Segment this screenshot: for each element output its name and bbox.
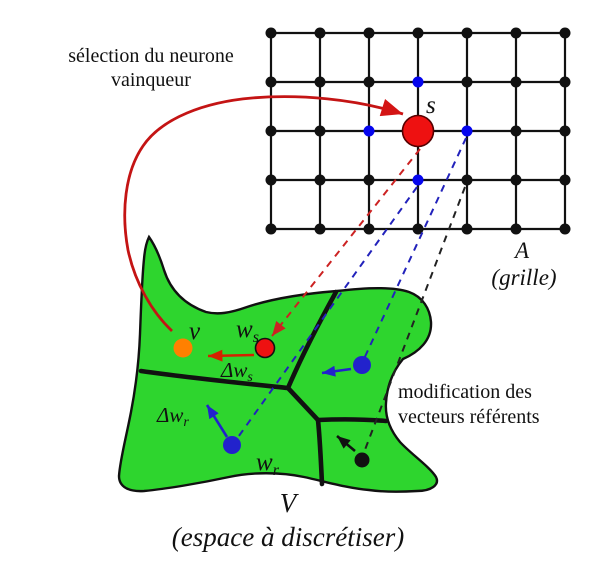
- winner-update-arrow: [207, 349, 255, 362]
- modification-annotation-line1: modification des: [398, 381, 532, 403]
- voronoi-boundary: [285, 289, 339, 391]
- space-caption-label: (espace à discrétiser): [172, 522, 404, 552]
- neighbor-reference-dot: [223, 436, 241, 454]
- grid-neuron-node: [314, 76, 326, 88]
- grid-neuron-node: [559, 125, 571, 137]
- update-arrows: [205, 349, 356, 452]
- grid-neuron-node: [314, 27, 326, 39]
- grid-neuron-node: [363, 76, 375, 88]
- grid-neuron-node: [363, 27, 375, 39]
- grid-neuron-node: [461, 223, 473, 235]
- neighbor-reference-label: wr: [256, 449, 280, 479]
- neighbor-correspondence-dashed-line: [362, 137, 467, 362]
- neighbor-update-arrow: [205, 404, 229, 438]
- winner-neuron-node: [401, 114, 435, 148]
- grid-neuron-node: [461, 27, 473, 39]
- grid-neuron-node: [314, 223, 326, 235]
- neighbor-neuron-node: [363, 125, 375, 137]
- input-space-region: [117, 234, 439, 493]
- grid-neuron-node: [314, 125, 326, 137]
- neighbor-neuron-node: [412, 76, 424, 88]
- reference-vector-dots: [173, 337, 371, 468]
- winner-correspondence-dashed-line: [271, 148, 421, 337]
- neighbor-update-arrow: [321, 365, 352, 377]
- correspondence-lines: [235, 137, 467, 456]
- grid-neuron-node: [314, 174, 326, 186]
- grid-neuron-node: [363, 223, 375, 235]
- selection-annotation-line1: sélection du neurone: [68, 45, 234, 67]
- voronoi-boundary: [285, 385, 321, 423]
- voronoi-boundary: [315, 417, 389, 424]
- voronoi-boundaries: [138, 289, 389, 487]
- grid-neuron-node: [265, 27, 277, 39]
- grid-neuron-node: [510, 223, 522, 235]
- grid-neuron-node: [461, 174, 473, 186]
- winner-reference-dot: [254, 337, 276, 359]
- grid-neuron-node: [559, 76, 571, 88]
- voronoi-boundary: [138, 368, 291, 391]
- grid-neuron-node: [265, 223, 277, 235]
- grid-neuron-node: [510, 27, 522, 39]
- grid-neuron-node: [412, 223, 424, 235]
- grid-neuron-node: [559, 174, 571, 186]
- neighbor-delta-label: Δwr: [156, 403, 189, 430]
- input-vector-dot: [173, 338, 193, 358]
- grid-name-label: A: [513, 238, 530, 263]
- grid-neuron-node: [510, 125, 522, 137]
- winner-reference-label: ws: [236, 316, 259, 346]
- selection-annotation-line2: vainqueur: [111, 69, 191, 91]
- neighbor-neuron-node: [412, 174, 424, 186]
- space-name-label: V: [280, 488, 300, 518]
- grid-neuron-node: [461, 76, 473, 88]
- grid-neuron-node: [265, 76, 277, 88]
- input-vector-label: v: [189, 318, 201, 345]
- grid-neuron-node: [265, 174, 277, 186]
- grid-neuron-node: [412, 27, 424, 39]
- neighbor-reference-dot: [353, 356, 371, 374]
- modification-annotation-line2: vecteurs référents: [398, 406, 540, 428]
- voronoi-boundary: [315, 417, 325, 487]
- grid-neuron-node: [559, 223, 571, 235]
- grid-neuron-node: [510, 76, 522, 88]
- grid-neuron-node: [265, 125, 277, 137]
- winner-selection-arrow: [123, 95, 404, 333]
- grid-neuron-node: [510, 174, 522, 186]
- far-update-arrow: [336, 435, 356, 452]
- grid-neuron-node: [363, 174, 375, 186]
- far-node-correspondence-dashed-line: [362, 186, 466, 456]
- winner-delta-label: Δws: [220, 358, 253, 385]
- neighbor-neuron-node: [461, 125, 473, 137]
- grid-neuron-node: [559, 27, 571, 39]
- far-reference-dot: [354, 452, 370, 468]
- neuron-grid: [265, 27, 571, 235]
- grid-caption-label: (grille): [491, 265, 556, 290]
- winner-neuron-label: s: [426, 92, 436, 119]
